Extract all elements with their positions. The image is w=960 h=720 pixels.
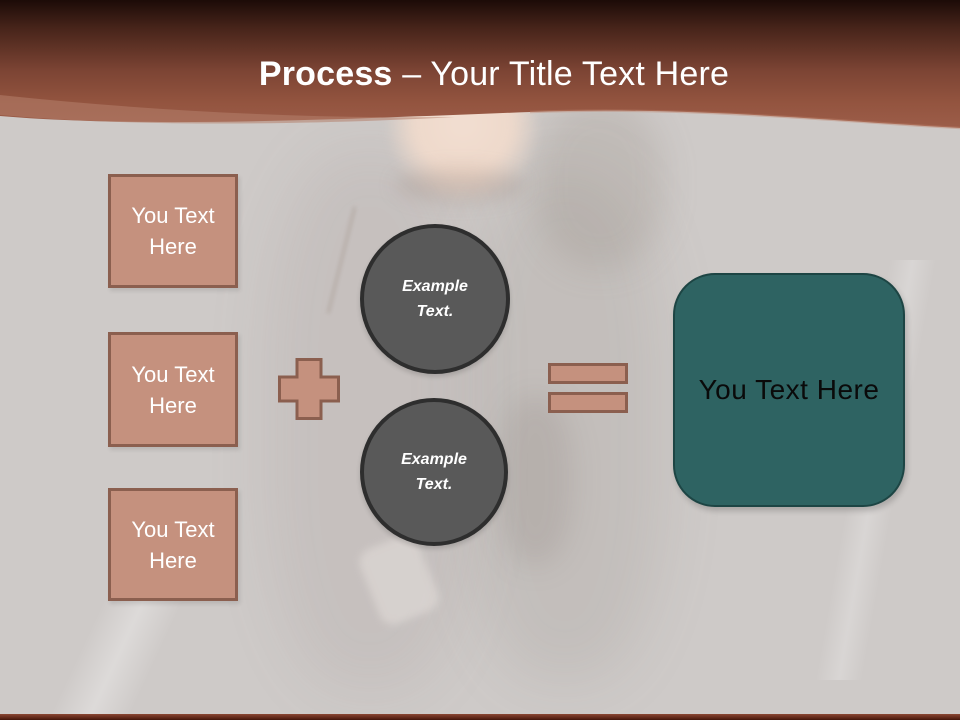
input-box-label: You Text Here (131, 361, 215, 418)
input-box-label: You Text Here (131, 516, 215, 573)
plus-icon[interactable] (278, 358, 340, 420)
equals-icon[interactable] (548, 363, 628, 413)
background-figure-fold (498, 395, 573, 565)
title-emphasis: Process (258, 55, 393, 93)
header-wave-highlight (0, 95, 455, 124)
background-figure-neckline (326, 206, 357, 314)
example-circle-1[interactable]: Example Text. (360, 224, 510, 374)
result-box-label: You Text Here (698, 374, 880, 405)
example-circle-2[interactable]: Example Text. (360, 398, 508, 546)
result-box[interactable]: You Text Here (673, 273, 905, 507)
example-circle-label: Example Text. (401, 451, 467, 493)
title-text: – Your Title Text Here (392, 55, 730, 93)
footer-accent-bar (0, 714, 960, 720)
slide-title[interactable]: Process – Your Title Text Here (28, 53, 960, 95)
header-wave-edge (529, 109, 960, 130)
input-box-3[interactable]: You Text Here (108, 488, 238, 601)
background-figure-coat (465, 170, 665, 680)
input-box-label: You Text Here (131, 203, 215, 259)
equals-bar-bottom (548, 392, 628, 413)
example-circle-label: Example Text. (402, 278, 468, 320)
input-box-2[interactable]: You Text Here (108, 332, 238, 447)
background-figure-chin-shadow (395, 168, 525, 202)
equals-bar-top (548, 363, 628, 384)
input-box-1[interactable]: You Text Here (108, 174, 238, 288)
